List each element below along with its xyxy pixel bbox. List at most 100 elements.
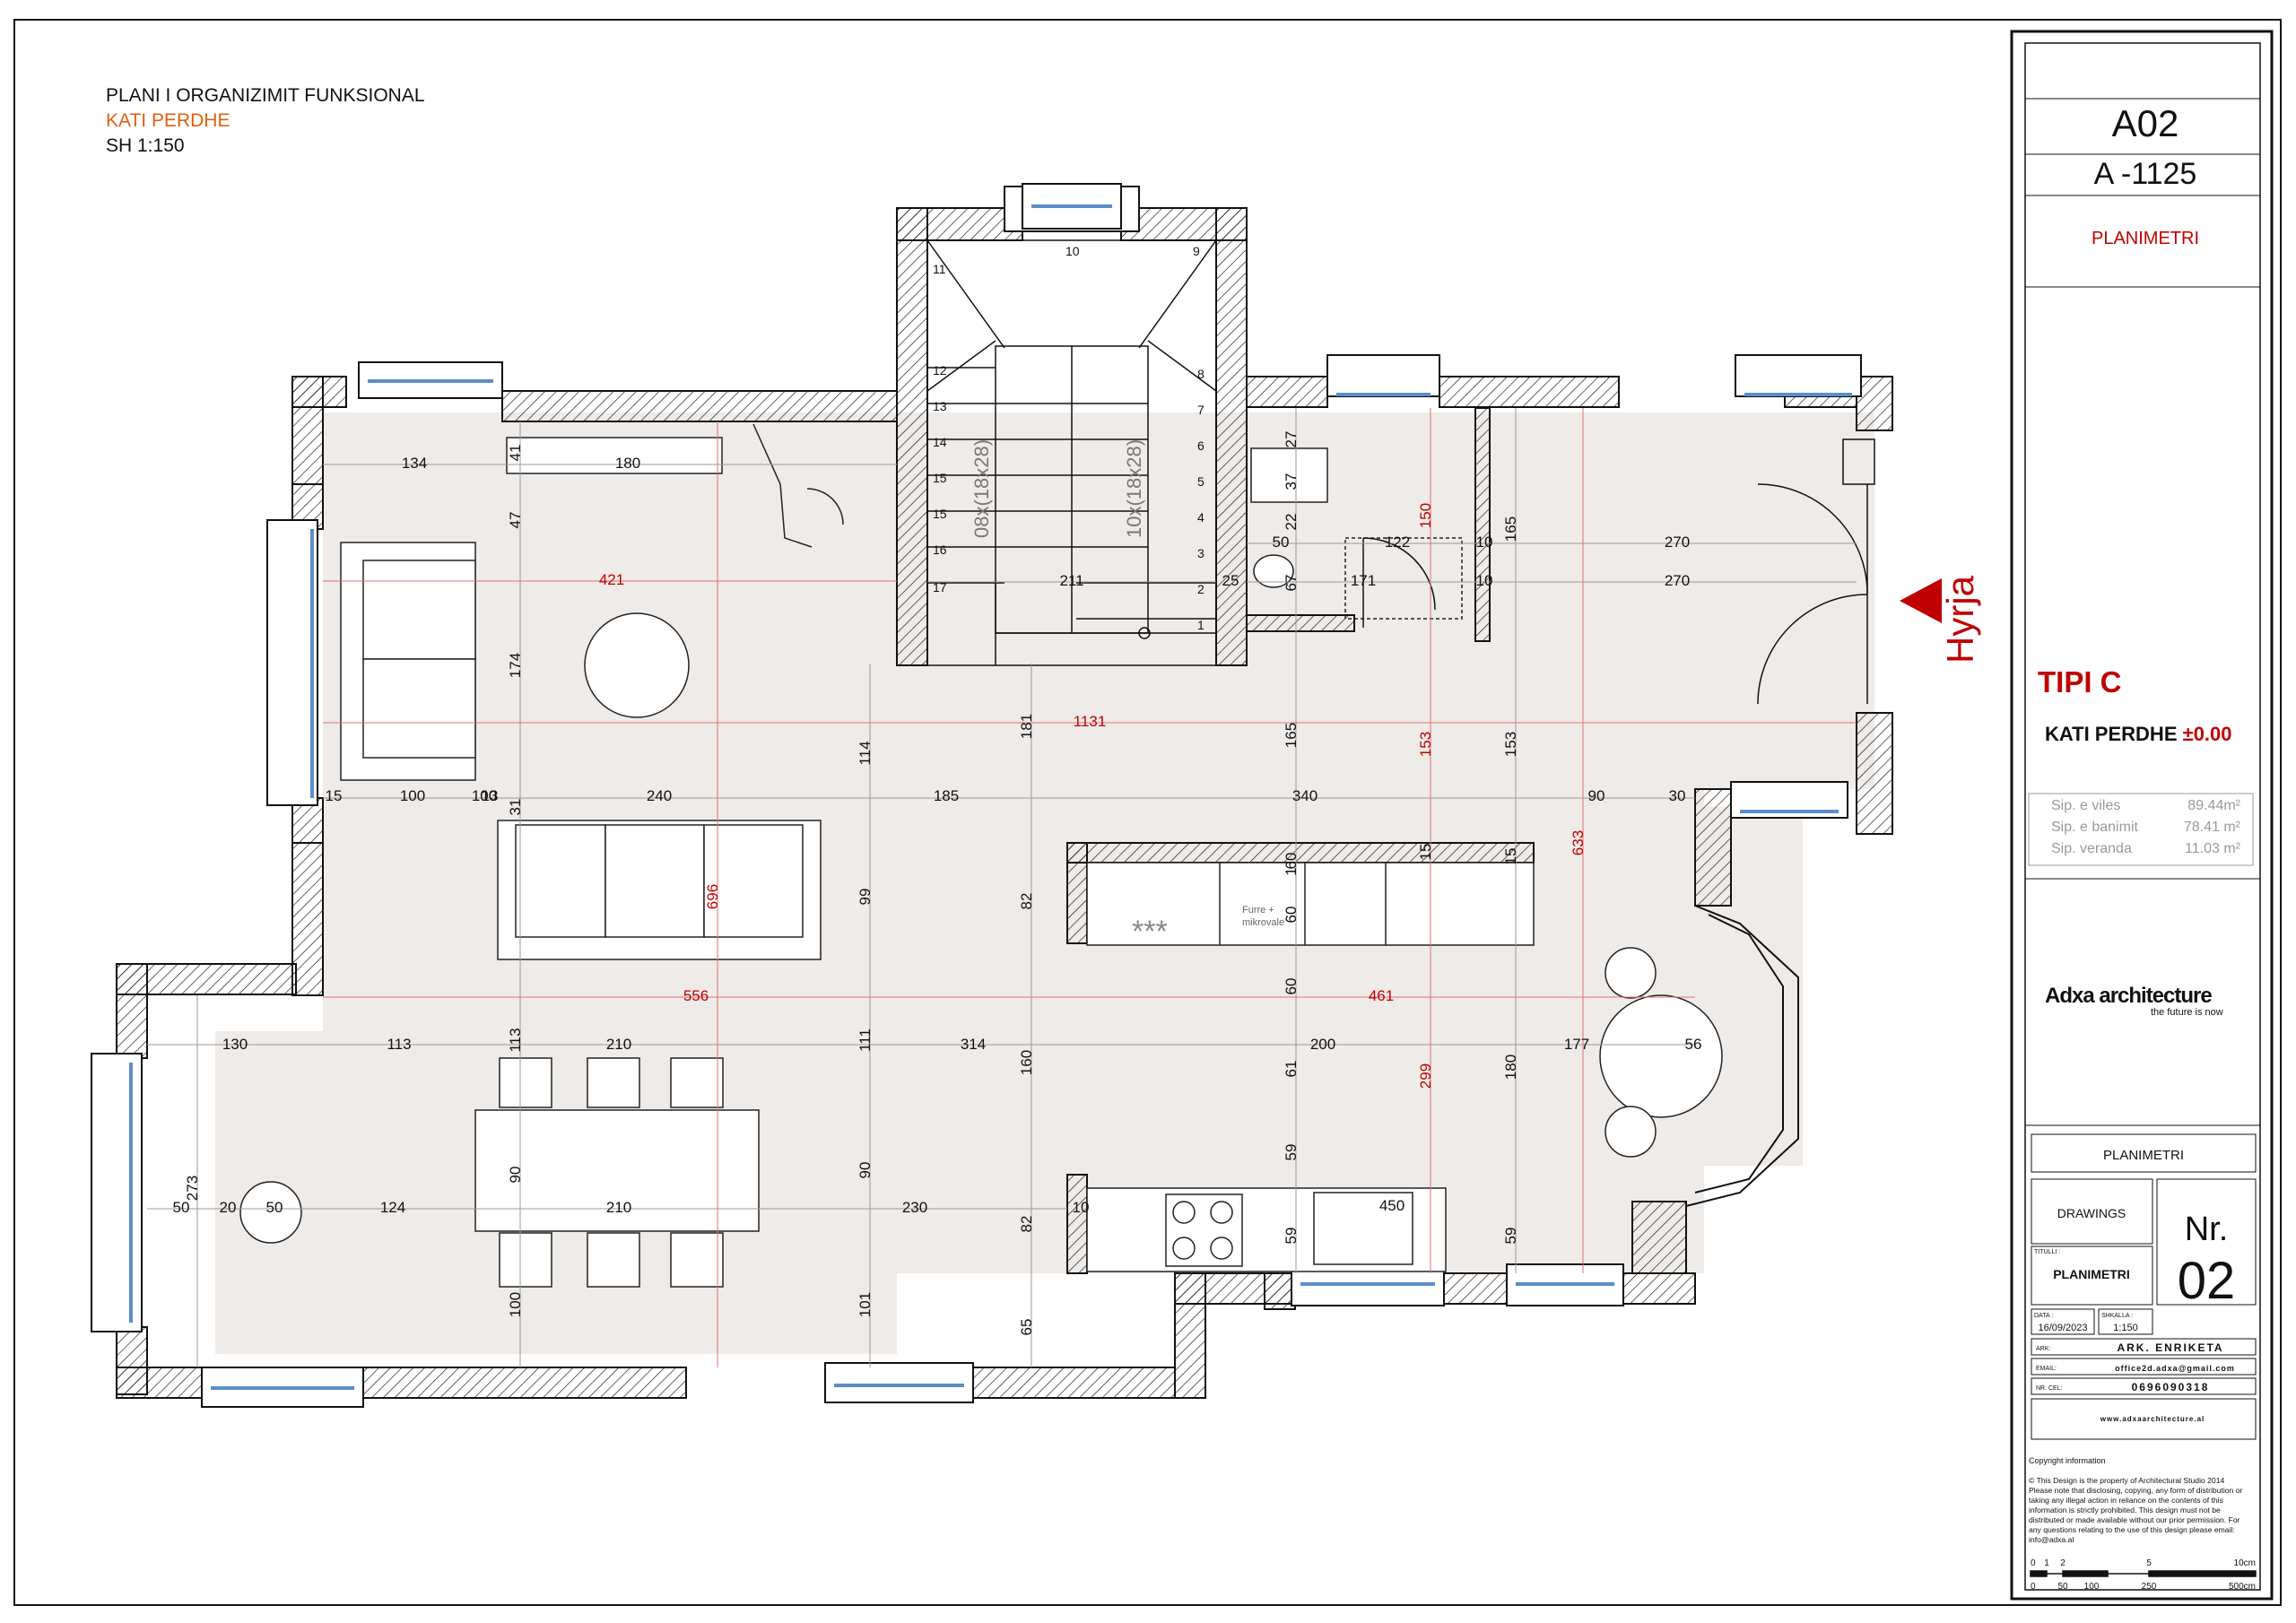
staircase bbox=[926, 239, 1217, 666]
dimension-label-red: 421 bbox=[599, 571, 624, 588]
email-value: office2d.adxa@gmail.com bbox=[2115, 1364, 2235, 1373]
dimension-label: 180 bbox=[615, 455, 640, 472]
scale-bar bbox=[2030, 1570, 2257, 1577]
dimension-label: 31 bbox=[507, 799, 524, 816]
sheet-type: PLANIMETRI bbox=[2092, 229, 2199, 248]
dimension-label: 90 bbox=[1588, 787, 1605, 804]
email-label: EMAIL: bbox=[2036, 1366, 2057, 1372]
scale-label-bottom: 250 bbox=[2142, 1582, 2157, 1592]
dimension-label: 200 bbox=[1310, 1036, 1335, 1053]
scale-label-bottom: 50 bbox=[2057, 1582, 2068, 1592]
dimension-label: 153 bbox=[1502, 732, 1519, 757]
stair-step-number: 16 bbox=[933, 542, 947, 557]
entrance-arrow-icon bbox=[1900, 578, 1942, 623]
dimension-label: 27 bbox=[1283, 431, 1300, 448]
dimension-label-red: 1131 bbox=[1074, 713, 1107, 730]
project-code: A -1125 bbox=[2094, 157, 2197, 191]
dimension-label: 160 bbox=[1018, 1050, 1035, 1075]
dimension-label: 113 bbox=[507, 1028, 524, 1052]
data-value: 16/09/2023 bbox=[2038, 1323, 2087, 1333]
oven-label-1: Furre + bbox=[1242, 905, 1274, 916]
drawing-subtitle: KATI PERDHE bbox=[106, 110, 230, 131]
sheet-border bbox=[13, 19, 2282, 1606]
dimension-label: 122 bbox=[1385, 534, 1410, 551]
dimension-label: 60 bbox=[1283, 978, 1300, 995]
stair-step-number: 17 bbox=[933, 580, 947, 595]
dimension-label: 100 bbox=[472, 787, 497, 804]
dimension-label: 240 bbox=[647, 787, 672, 804]
ark-value: ARK. ENRIKETA bbox=[2117, 1341, 2223, 1354]
copyright-line: © This Design is the property of Archite… bbox=[2029, 1476, 2224, 1485]
stair-note-2: 10x(18x28) bbox=[1123, 439, 1145, 538]
dimension-label: 101 bbox=[857, 1292, 874, 1317]
copyright-line: taking any illegal action in reliance on… bbox=[2029, 1496, 2223, 1505]
stair-note-1: 08x(18x28) bbox=[970, 439, 993, 538]
scale-label-top: 5 bbox=[2146, 1558, 2152, 1568]
shkalla-label: SHKALLA : bbox=[2101, 1313, 2133, 1319]
dimension-label: 171 bbox=[1351, 572, 1376, 589]
dimension-label: 59 bbox=[1502, 1228, 1519, 1245]
dimension-label: 99 bbox=[857, 889, 874, 906]
dimension-label: 165 bbox=[1502, 516, 1519, 542]
dimension-label-red: 633 bbox=[1570, 830, 1587, 855]
area-label: Sip. veranda bbox=[2051, 841, 2132, 856]
window-glass bbox=[129, 204, 1852, 1390]
dimension-label-red: 461 bbox=[1369, 987, 1394, 1004]
ark-label: ARK: bbox=[2036, 1346, 2050, 1352]
copyright-text: © This Design is the property of Archite… bbox=[2029, 1476, 2243, 1544]
dimension-label: 90 bbox=[507, 1167, 524, 1184]
web-value: www.adxaarchitecture.al bbox=[2100, 1415, 2205, 1423]
area-label: Sip. e banimit bbox=[2051, 820, 2138, 835]
dimension-label: 10 bbox=[1476, 534, 1493, 551]
dimension-label: 41 bbox=[507, 445, 524, 462]
stair-step-number: 12 bbox=[933, 363, 947, 378]
dimension-label: 450 bbox=[1379, 1197, 1405, 1214]
stair-step-number: 8 bbox=[1197, 367, 1205, 381]
stair-step-number: 7 bbox=[1197, 403, 1205, 417]
dimension-label-red: 150 bbox=[1417, 503, 1434, 528]
dimension-label: 314 bbox=[961, 1036, 986, 1053]
dimension-label: 59 bbox=[1283, 1144, 1300, 1161]
dimension-label: 60 bbox=[1283, 853, 1300, 870]
floor-label: KATI PERDHE ±0.00 bbox=[2045, 723, 2232, 745]
furniture bbox=[239, 423, 1723, 1288]
dimension-label: 65 bbox=[1018, 1319, 1035, 1336]
dimension-label-red: 556 bbox=[683, 987, 709, 1004]
dimension-label: 185 bbox=[934, 787, 959, 804]
dimension-label: 180 bbox=[1502, 1055, 1519, 1080]
stair-step-number: 2 bbox=[1197, 582, 1205, 596]
bay-window bbox=[1685, 905, 1799, 1207]
dimension-label: 37 bbox=[1283, 473, 1300, 490]
copyright-line: distributed or made available without ou… bbox=[2029, 1515, 2240, 1524]
dimension-label: 270 bbox=[1665, 572, 1690, 589]
dimension-label: 30 bbox=[1669, 787, 1686, 804]
dimension-lines-red bbox=[323, 408, 1857, 1367]
dimension-label: 340 bbox=[1292, 787, 1318, 804]
scale-label-top: 1 bbox=[2044, 1558, 2049, 1568]
shkalla-value: 1:150 bbox=[2113, 1323, 2138, 1333]
stair-step-number: 3 bbox=[1197, 546, 1205, 560]
dimension-label: 181 bbox=[1018, 714, 1035, 739]
type-label: TIPI C bbox=[2038, 665, 2122, 699]
nr-label: Nr. bbox=[2185, 1211, 2229, 1248]
floor-level: ±0.00 bbox=[2183, 723, 2232, 745]
sheet-code: A02 bbox=[2112, 102, 2179, 144]
area-value: 78.41 m² bbox=[2184, 820, 2241, 835]
dimension-label-red: 153 bbox=[1417, 732, 1434, 757]
dimension-label: 100 bbox=[400, 787, 425, 804]
dimension-label: 50 bbox=[266, 1199, 283, 1216]
dimension-label: 1 bbox=[1283, 867, 1300, 875]
tel-label: NR. CEL: bbox=[2036, 1385, 2063, 1392]
scale-label-bottom: 0 bbox=[2031, 1582, 2036, 1592]
stair-step-number: 15 bbox=[933, 507, 947, 521]
drawing-scale: SH 1:150 bbox=[106, 135, 185, 156]
dimension-label: 113 bbox=[387, 1036, 411, 1053]
copyright-title: Copyright information bbox=[2029, 1456, 2106, 1465]
dimension-label: 174 bbox=[507, 653, 524, 678]
stair-step-number: 5 bbox=[1197, 474, 1205, 489]
company-tagline: the future is now bbox=[2151, 1007, 2223, 1018]
copyright-line: info@adxa.al bbox=[2029, 1535, 2074, 1544]
drawings-label: DRAWINGS bbox=[2057, 1206, 2126, 1220]
